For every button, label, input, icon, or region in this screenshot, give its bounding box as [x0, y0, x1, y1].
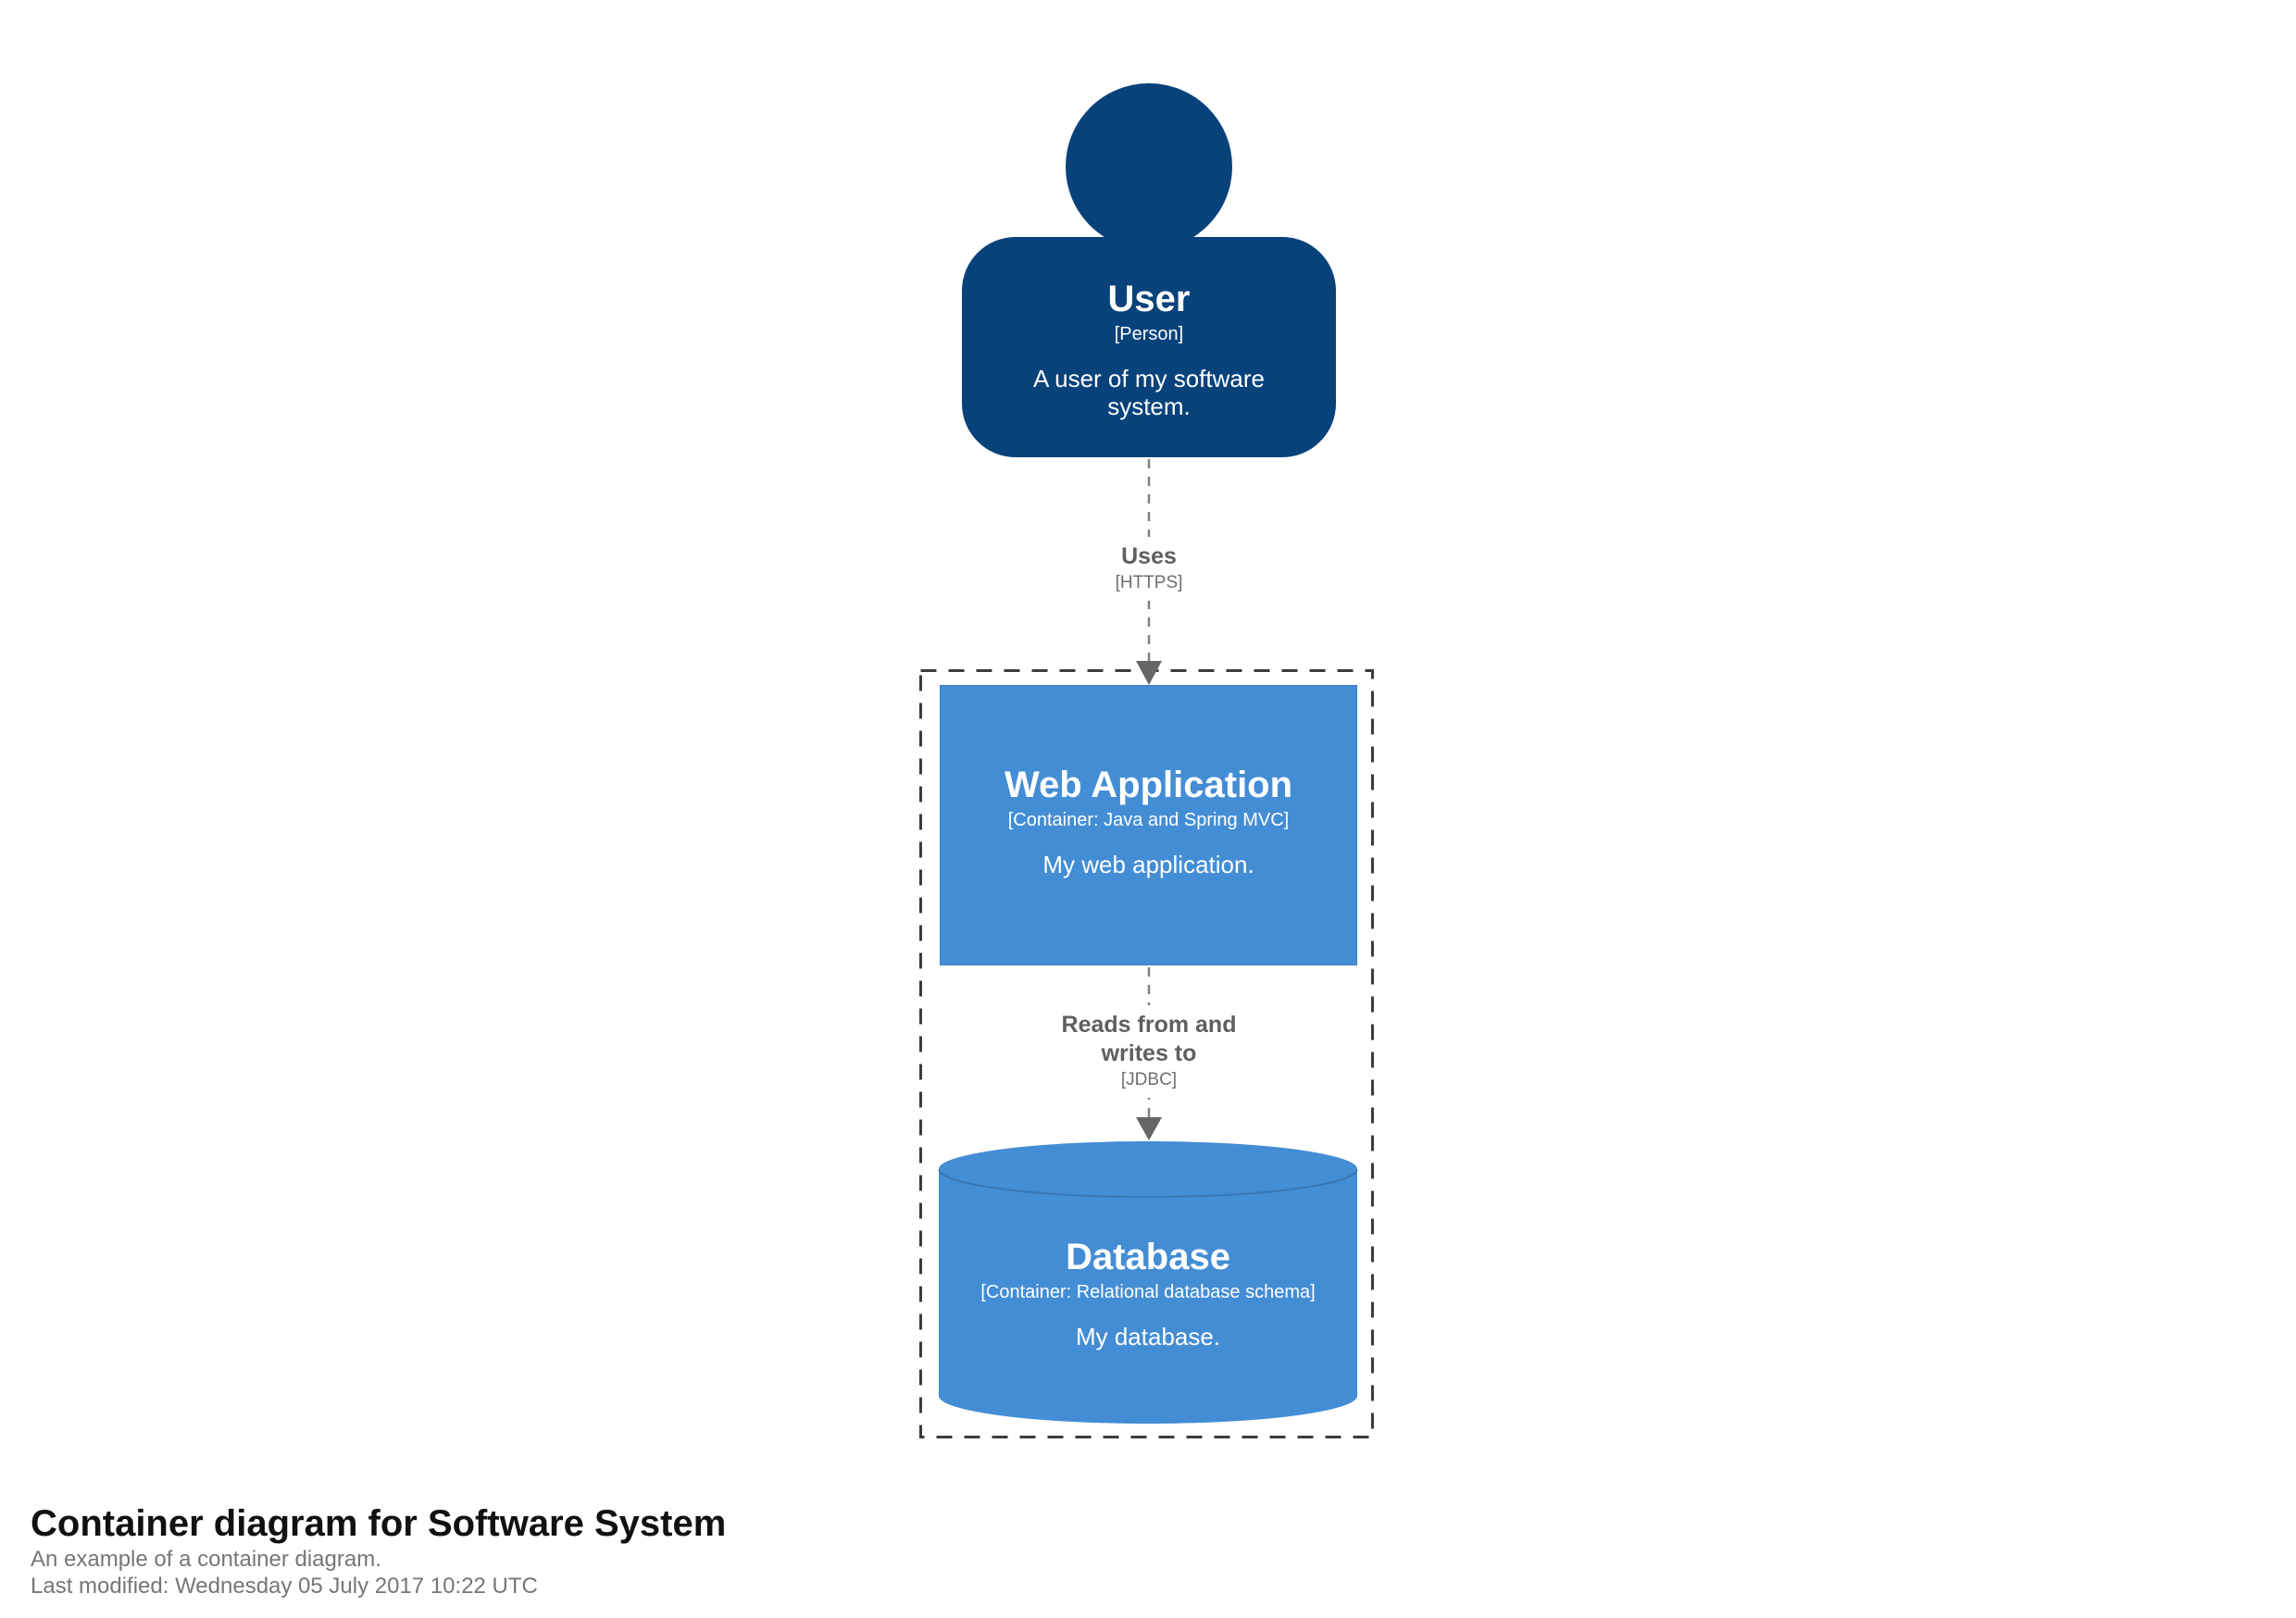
container-node-database[interactable]: Database [Container: Relational database… — [939, 1141, 1357, 1424]
container-meta: [Container: Relational database schema] — [980, 1282, 1316, 1302]
diagram-footer: Container diagram for Software System An… — [31, 1501, 726, 1599]
database-cylinder-shape[interactable] — [938, 1141, 1358, 1424]
person-meta: [Person] — [1114, 324, 1184, 344]
relationship-label-uses[interactable]: Uses [HTTPS] — [1105, 537, 1192, 601]
person-head[interactable] — [1066, 83, 1232, 250]
person-description: A user of my software system. — [1033, 365, 1265, 420]
person-name: User — [1107, 279, 1191, 319]
container-name: Web Application — [1004, 765, 1293, 805]
container-name: Database — [1066, 1237, 1230, 1277]
diagram-last-modified: Last modified: Wednesday 05 July 2017 10… — [31, 1574, 538, 1599]
relationship-name: Uses — [1121, 543, 1177, 569]
relationship-technology: [JDBC] — [1120, 1070, 1178, 1089]
container-description: My web application. — [1042, 851, 1254, 878]
container-description: My database. — [1075, 1323, 1221, 1350]
relationship-label-reads-writes[interactable]: Reads from and writes to [JDBC] — [1047, 1005, 1251, 1098]
diagram-title: Container diagram for Software System — [31, 1503, 727, 1544]
cylinder-top-lip — [938, 1168, 1358, 1198]
diagram-subtitle: An example of a container diagram. — [31, 1547, 381, 1572]
person-node-user[interactable]: User [Person] A user of my software syst… — [962, 237, 1336, 457]
container-meta: [Container: Java and Spring MVC] — [1007, 810, 1290, 830]
arrowhead-uses — [1136, 661, 1162, 685]
relationship-technology: [HTTPS] — [1115, 573, 1183, 592]
container-node-web-application[interactable]: Web Application [Container: Java and Spr… — [940, 685, 1357, 965]
relationship-name: Reads from and writes to — [1061, 1012, 1237, 1066]
arrowhead-reads-writes — [1136, 1117, 1162, 1140]
